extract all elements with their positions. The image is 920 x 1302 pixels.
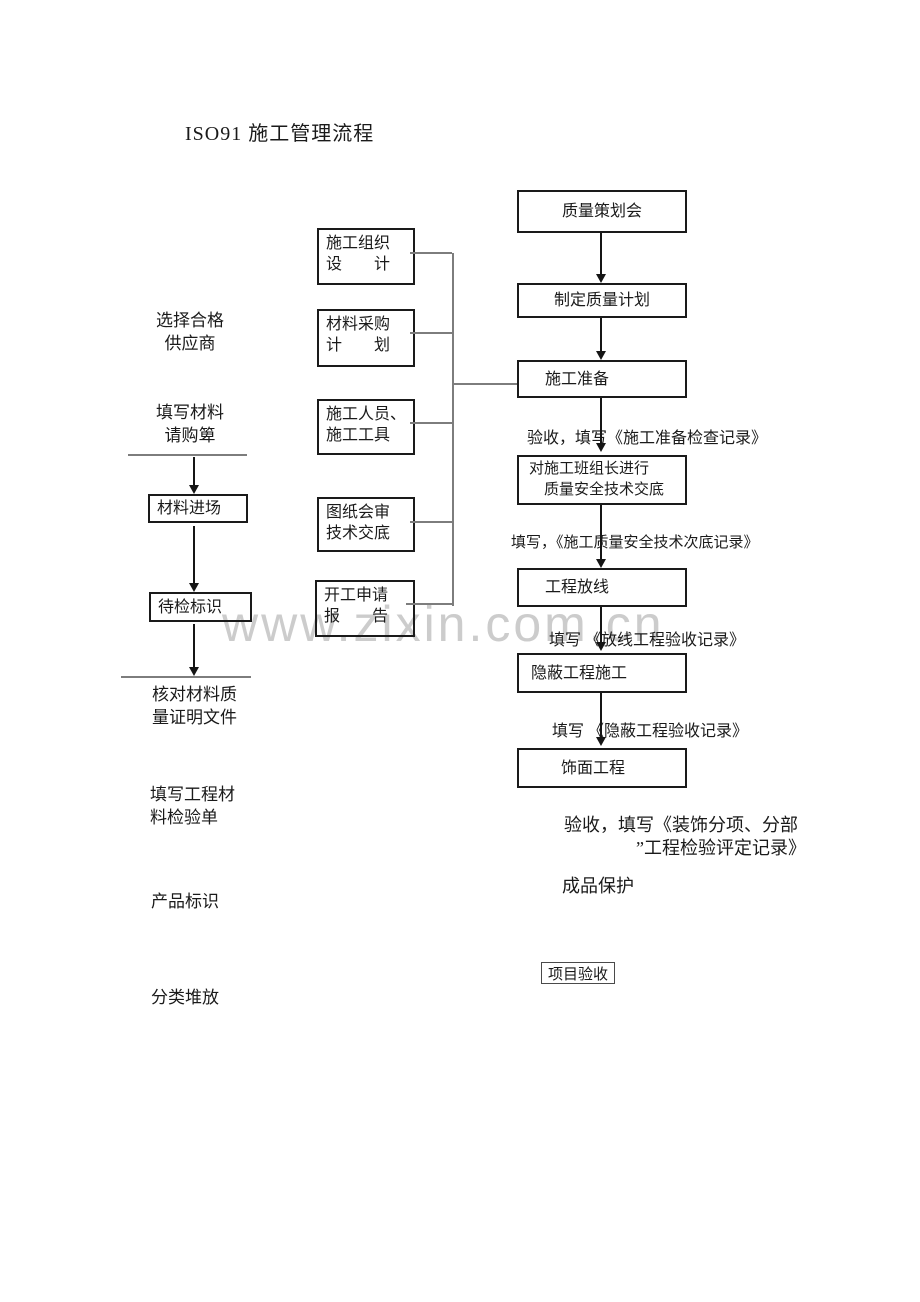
flow-box-hidden-works-construction: 隐蔽工程施工 [517,653,687,693]
divider-line [128,454,247,456]
divider-line [121,676,251,678]
flow-box-material-purchase-plan: 材料采购 计 划 [317,309,415,367]
arrow-down [596,318,606,360]
arrow-down [596,693,606,746]
connector-vertical-bus [452,253,454,606]
label-select-qualified-supplier: 选择合格 供应商 [156,311,224,353]
flow-box-start-work-application: 开工申请 报 告 [315,580,415,637]
arrow-down-to-wait-inspection [189,526,199,592]
flow-box-material-entry: 材料进场 [148,494,248,523]
flow-box-finishing-works: 饰面工程 [517,748,687,788]
label-check-material-quality-certificates: 核对材料质 量证明文件 [152,685,237,727]
label-sort-and-stack: 分类堆放 [151,988,219,1007]
arrow-down-to-material-entry [189,457,199,494]
note-hidden-works-acceptance-record: 填写 《隐蔽工程验收记录》 [552,723,749,740]
note-prep-check-record: 验收，填写《施工准备检查记录》 [527,430,768,447]
flow-box-team-leader-safety-briefing: 对施工班组长进行 质量安全技术交底 [517,455,687,505]
flow-box-personnel-and-tools: 施工人员、 施工工具 [317,399,415,455]
connector-start-application [406,603,452,605]
label-product-protection: 成品保护 [562,876,634,896]
note-layout-acceptance-record: 填写 《放线工程验收记录》 [549,632,746,649]
flow-box-construction-preparation: 施工准备 [517,360,687,398]
flow-box-make-quality-plan: 制定质量计划 [517,283,687,318]
arrow-down [596,607,606,651]
label-fill-project-material-inspection-form: 填写工程材 料检验单 [150,785,235,827]
flow-box-project-acceptance: 项目验收 [541,962,615,984]
connector-purchase-plan [410,332,452,334]
flow-box-quality-planning-meeting: 质量策划会 [517,190,687,233]
page-title: ISO91 施工管理流程 [185,123,375,145]
label-fill-material-request-form: 填写材料 请购箄 [156,403,224,445]
connector-personnel-tools [410,422,452,424]
note-finishing-inspection-record: 验收，填写《装饰分项、分部 ”工程检验评定记录》 [564,815,806,858]
label-product-identification: 产品标识 [151,892,219,911]
connector-org-design [410,252,452,254]
arrow-down [596,398,606,452]
arrow-down [596,505,606,568]
flow-box-construction-organization-design: 施工组织 设 计 [317,228,415,285]
arrow-down-to-check-certificates [189,624,199,676]
flow-box-drawing-review-technical-briefing: 图纸会审 技术交底 [317,497,415,552]
note-safety-briefing-record: 填写，《施工质量安全技术次底记录》 [511,535,759,551]
flow-box-layout-survey: 工程放线 [517,568,687,607]
arrow-down [596,233,606,283]
connector-to-construction-prep [454,383,518,385]
flow-box-wait-inspection-mark: 待检标识 [149,592,252,622]
connector-drawing-review [410,521,452,523]
